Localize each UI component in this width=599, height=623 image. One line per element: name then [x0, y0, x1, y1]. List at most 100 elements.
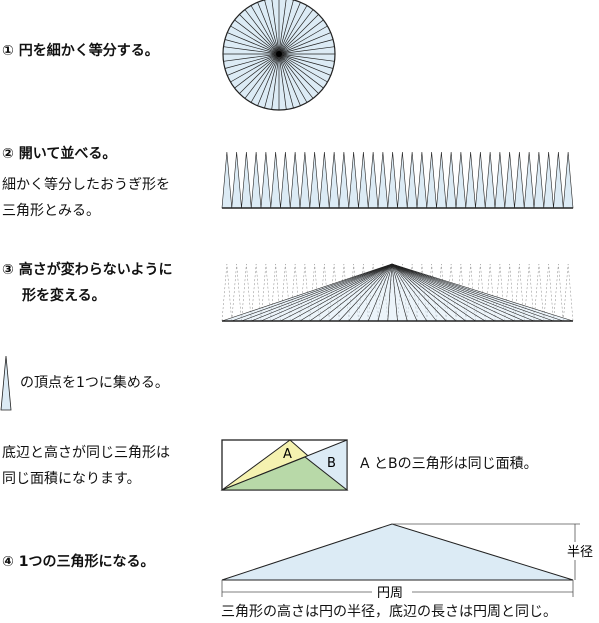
strip-sector: [367, 151, 379, 209]
strip-sector: [299, 151, 311, 209]
fan-line: [391, 263, 574, 322]
ghost-sector: [260, 263, 271, 322]
ghost-sector: [426, 263, 437, 322]
ghost-sector: [221, 263, 232, 322]
fan-line: [348, 263, 393, 322]
fan-line: [260, 263, 393, 322]
base-label: 円周: [377, 586, 403, 601]
ghost-sector: [543, 263, 554, 322]
strip-sector: [406, 151, 418, 209]
final-triangle: [221, 523, 574, 581]
strip-sector: [221, 151, 233, 209]
sector-strip: [221, 151, 574, 209]
ghost-sector: [563, 263, 574, 322]
strip-sector: [523, 151, 535, 209]
ghost-sector: [485, 263, 496, 322]
ghost-sector: [299, 263, 310, 322]
circle-radius-line: [278, 25, 328, 55]
circle-radius-line: [264, 0, 280, 55]
circle-radius-line: [239, 53, 280, 94]
circle-center: [276, 51, 282, 57]
base-label-bg: [372, 584, 412, 600]
ghost-sector: [553, 263, 564, 322]
divided-circle: [222, 0, 336, 111]
strip-sector: [416, 151, 428, 209]
step2-number: ②: [2, 146, 14, 162]
strip-sector: [289, 151, 301, 209]
fan-line: [387, 263, 393, 322]
circle-radius-line: [278, 53, 314, 99]
circle-radius-line: [278, 9, 314, 55]
fan-line: [391, 263, 535, 322]
step1-label: ① 円を細かく等分する。: [2, 40, 159, 62]
circle-radius-line: [244, 9, 280, 55]
ghost-sector: [524, 263, 535, 322]
fan-line: [290, 263, 393, 322]
height-label-bg: [566, 542, 598, 560]
ghost-sector: [475, 263, 486, 322]
strip-sector: [338, 151, 350, 209]
strip-sector: [250, 151, 262, 209]
step4-number: ④: [2, 554, 14, 570]
circle-radius-line: [257, 53, 280, 106]
strip-sector: [348, 151, 359, 209]
strip-sector: [455, 151, 467, 209]
ghost-sector: [241, 263, 252, 322]
ghost-sector: [290, 263, 301, 322]
ghost-sector: [533, 263, 544, 322]
strip-sector: [494, 151, 506, 209]
circle-radius-line: [239, 14, 280, 55]
fan-line: [329, 263, 393, 322]
circle-radius-line: [278, 53, 308, 103]
fan-line: [391, 263, 408, 322]
fan-line: [391, 263, 515, 322]
ghost-sector: [348, 263, 359, 322]
circle-radius-line: [224, 53, 280, 69]
ghost-sector: [494, 263, 505, 322]
circle-radius-line: [278, 39, 334, 55]
ghost-sector: [436, 263, 447, 322]
strip-sector: [426, 151, 437, 209]
ghost-sector: [358, 263, 369, 322]
circle-radius-line: [278, 53, 335, 62]
fan-line: [391, 263, 447, 322]
ghost-sector: [504, 263, 515, 322]
strip-sector: [436, 151, 447, 209]
ghost-sector: [465, 263, 476, 322]
fan-line: [367, 263, 393, 322]
step3-label: ③ 高さが変わらないように: [2, 259, 172, 281]
circle-radius-line: [234, 53, 280, 89]
step1-number: ①: [2, 43, 14, 59]
ghost-sector: [329, 263, 340, 322]
step3-line2: 形を変える。: [22, 288, 106, 304]
strip-sector: [241, 151, 252, 209]
step4-label: ④ 1つの三角形になる。: [2, 551, 154, 573]
ghost-sector: [309, 263, 320, 322]
fan-line: [358, 263, 393, 322]
circle-radius-line: [250, 5, 280, 55]
strip-sector: [484, 151, 496, 209]
circle-radius-line: [278, 53, 319, 94]
circle-radius-line: [278, 53, 287, 110]
strip-sector: [358, 151, 369, 209]
ghost-sector: [368, 263, 379, 322]
height-label: 半径: [567, 545, 593, 560]
fan-line: [391, 263, 554, 322]
same-area-line1: 底辺と高さが同じ三角形は: [2, 445, 170, 461]
circle-radius-line: [278, 14, 319, 55]
fan-line: [391, 263, 398, 322]
strip-sector: [504, 151, 515, 209]
fan-fill: [222, 264, 573, 321]
circle-radius-line: [224, 39, 280, 55]
circle-radius-line: [230, 53, 280, 83]
circle-radius-line: [278, 2, 301, 55]
strip-sector: [319, 151, 330, 209]
circle-radius-line: [278, 0, 287, 55]
circle-radius-line: [278, 46, 335, 55]
step4-text: 1つの三角形になる。: [18, 554, 155, 570]
final-triangle-figure: 半径 円周: [221, 523, 598, 601]
strip-sector: [387, 151, 398, 209]
circle-radius-line: [278, 0, 294, 55]
ghost-sector: [416, 263, 427, 322]
strip-sector: [280, 151, 291, 209]
